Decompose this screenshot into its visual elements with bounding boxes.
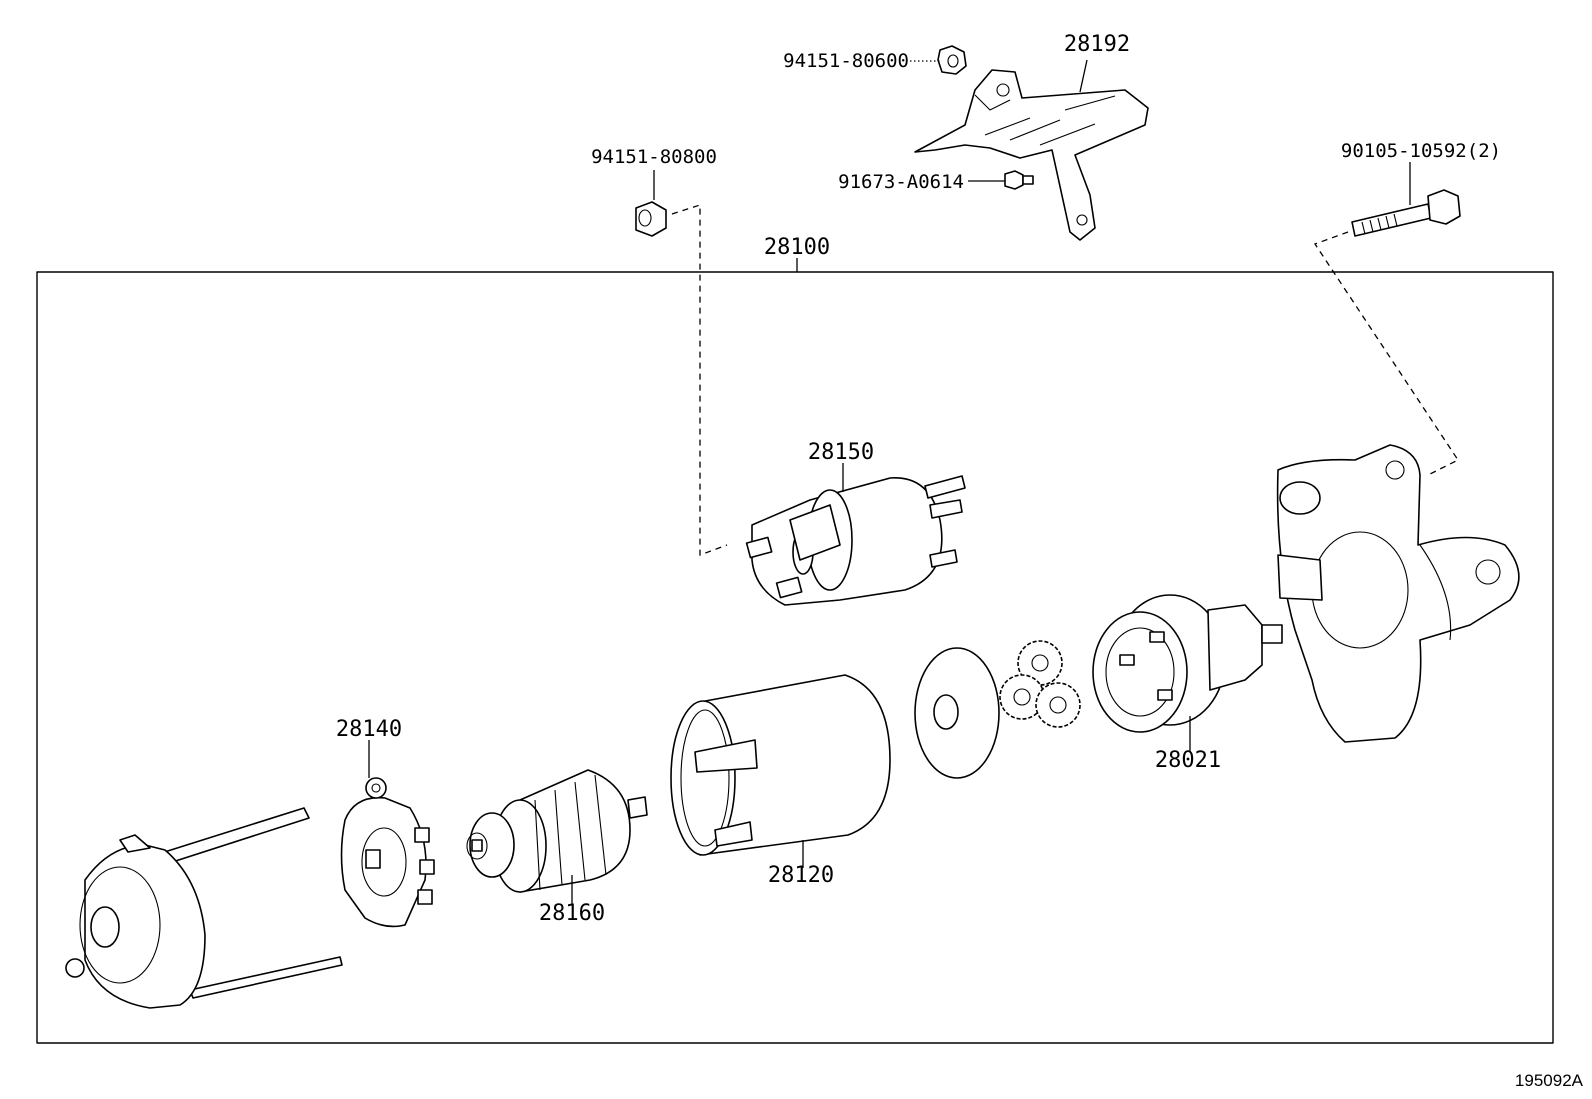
bracket-28192-leader [1079,59,1088,93]
nut-94151-80800 [635,201,667,237]
magnetic-switch-28150 [745,475,966,606]
planetary-gears [999,640,1081,728]
bolt-90105-10592-dashed-path [1314,231,1459,475]
bracket-28192 [914,69,1149,241]
bolt-91673-A0614 [1004,170,1034,190]
label-28192: 28192 [1064,32,1130,57]
nut-94151-80600 [937,45,967,75]
label-28100: 28100 [764,235,830,260]
label-94151-80800: 94151-80800 [591,146,717,168]
label-28150: 28150 [808,440,874,465]
label-28160: 28160 [539,901,605,926]
label-28120: 28120 [768,863,834,888]
label-28140: 28140 [336,717,402,742]
clutch-28021 [1092,594,1283,733]
yoke-28120 [670,674,891,856]
label-90105-10592: 90105-10592(2) [1341,140,1501,162]
bolt-90105-10592 [1351,189,1461,237]
armature-28160 [466,769,648,893]
starter-housing [1276,444,1520,743]
nut-94151-80800-dashed-path [671,204,728,556]
assembly-boundary-box [36,271,1554,1044]
end-frame [65,807,343,1009]
internal-gear-plate [914,647,1000,779]
label-28021: 28021 [1155,748,1221,773]
brush-holder-28140 [340,777,435,928]
label-91673-A0614: 91673-A0614 [838,171,964,193]
diagram-reference-number: 195092A [1515,1071,1584,1090]
label-94151-80600: 94151-80600 [783,50,909,72]
